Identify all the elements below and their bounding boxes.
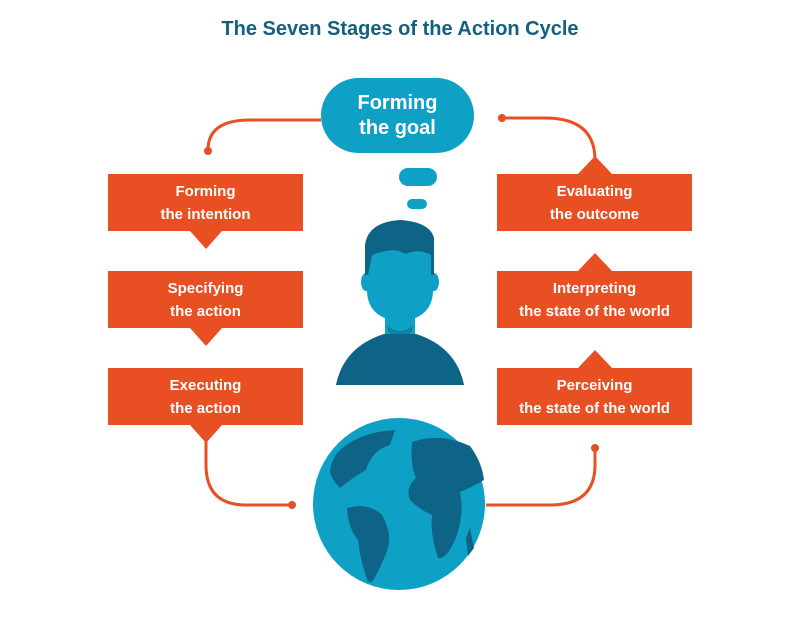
connector-dot: [204, 147, 212, 155]
stage-executing-the-action: Executing the action: [108, 368, 303, 425]
stage-line2: the state of the world: [519, 399, 670, 417]
connector-goal-to-intention: [206, 118, 321, 151]
stage-line2: the state of the world: [519, 302, 670, 320]
stage-line1: Executing: [169, 376, 242, 394]
stage-evaluating-the-outcome: Evaluating the outcome: [497, 174, 692, 231]
arrow-down: [190, 425, 222, 443]
diagram-title: The Seven Stages of the Action Cycle: [221, 18, 579, 40]
stage-line1: Specifying: [167, 279, 244, 297]
stage-forming-the-intention: Forming the intention: [108, 174, 303, 231]
arrow-up: [578, 253, 612, 271]
goal-line2: the goal: [359, 116, 436, 139]
stage-line1: Perceiving: [556, 376, 633, 394]
connector-world-to-perceiving: [486, 448, 597, 507]
arrow-down: [190, 231, 222, 249]
stage-line2: the outcome: [549, 205, 640, 223]
stage-line2: the action: [170, 399, 241, 417]
stage-specifying-the-action: Specifying the action: [108, 271, 303, 328]
stage-line2: the action: [170, 302, 241, 320]
arrow-up: [578, 350, 612, 368]
globe-icon: [313, 418, 485, 590]
connector-evaluating-to-goal: [502, 116, 597, 161]
connector-dot: [591, 444, 599, 452]
stage-line1: Forming: [175, 182, 236, 200]
arrow-up: [578, 156, 612, 174]
person-icon: [336, 220, 464, 385]
goal-line1: Forming: [357, 91, 438, 114]
stage-interpreting-the-state: Interpreting the state of the world: [497, 271, 692, 328]
stage-line2: the intention: [160, 205, 251, 223]
connector-executing-to-world: [204, 440, 292, 507]
forming-the-goal-stage: Forming the goal: [321, 78, 474, 153]
stage-line1: Interpreting: [552, 279, 637, 297]
stage-perceiving-the-state: Perceiving the state of the world: [497, 368, 692, 425]
arrow-down: [190, 328, 222, 346]
connector-dot: [288, 501, 296, 509]
stage-line1: Evaluating: [556, 182, 633, 200]
thought-bubble-icon: [399, 168, 437, 209]
connector-dot: [498, 114, 506, 122]
